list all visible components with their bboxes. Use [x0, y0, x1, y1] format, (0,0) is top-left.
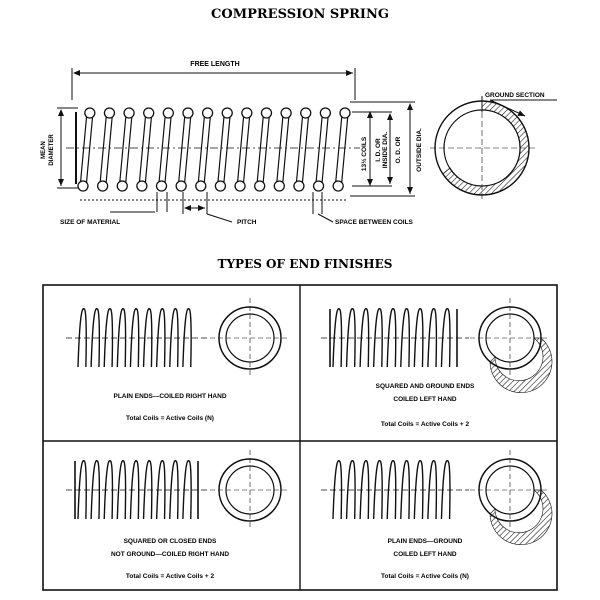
- coil-wire-section-top: [280, 107, 292, 119]
- size-of-material-label: SIZE OF MATERIAL: [60, 219, 120, 226]
- panel-4-line2: COILED LEFT HAND: [393, 551, 456, 558]
- pitch-label: PITCH: [237, 219, 257, 226]
- coil-wire-section-top: [300, 107, 312, 119]
- small-spring-coils: [332, 460, 451, 520]
- panel-3-line2: NOT GROUND—COILED RIGHT HAND: [111, 551, 229, 558]
- bottom-callouts: [80, 192, 346, 223]
- coil-wire-section-top: [260, 107, 273, 119]
- diameter-dimensions: [350, 101, 415, 197]
- od-label-2: OUTSIDE DIA.: [416, 128, 423, 172]
- coil-wire-section-top: [241, 107, 253, 119]
- coil-wire-section-bottom: [312, 180, 325, 192]
- panel-4-formula: Total Coils = Active Coils (N): [381, 573, 469, 580]
- coil-wire-section-bottom: [273, 180, 285, 192]
- coil-wire-section-bottom: [332, 180, 344, 192]
- coil-wire-section-top: [84, 107, 96, 119]
- coil-wire-section-top: [339, 107, 351, 119]
- panel-2-line1: SQUARED AND GROUND ENDS: [376, 383, 475, 390]
- ground-hatch: [489, 489, 553, 545]
- main-title: COMPRESSION SPRING: [211, 7, 389, 22]
- ground-hatch: [489, 337, 553, 393]
- free-length-label: FREE LENGTH: [190, 61, 239, 68]
- spring-coil-lines: [79, 113, 349, 189]
- free-length-dimension: [71, 68, 356, 100]
- coil-wire-section-bottom: [254, 180, 266, 192]
- section-title: TYPES OF END FINISHES: [218, 257, 393, 271]
- panel-1-line1: PLAIN ENDS—COILED RIGHT HAND: [113, 393, 226, 400]
- panel-3-line1: SQUARED OR CLOSED ENDS: [124, 538, 217, 545]
- coil-wire-section-bottom: [155, 180, 168, 192]
- coil-wire-section-bottom: [96, 180, 109, 192]
- mean-diameter-label-2: DIAMETER: [49, 134, 55, 166]
- small-spring-coils: [332, 308, 451, 368]
- coil-wire-section-bottom: [195, 180, 207, 192]
- mean-diameter-label-1: MEAN: [41, 141, 47, 159]
- id-label-2: INSIDE DIA.: [382, 132, 389, 169]
- coil-wire-section-top: [123, 107, 135, 119]
- panel-2-formula: Total Coils = Active Coils + 2: [381, 421, 470, 428]
- end-finish-panel-squared-ground-left: [321, 298, 553, 393]
- od-label-1: O. D. OR: [395, 136, 402, 163]
- panel-2-line2: COILED LEFT HAND: [393, 396, 456, 403]
- panel-1-formula: Total Coils = Active Coils (N): [126, 415, 214, 422]
- ground-section-label: GROUND SECTION: [485, 92, 545, 99]
- panel-grid: [42, 284, 558, 591]
- mean-diameter-dimension: [57, 107, 78, 189]
- small-spring-coils: [77, 308, 192, 368]
- id-label-1: I. D. OR: [375, 138, 382, 162]
- coil-wire-section-top: [143, 107, 155, 119]
- coil-wire-section-top: [221, 107, 233, 119]
- coil-wire-section-bottom: [234, 180, 246, 192]
- coil-wire-section-top: [103, 107, 116, 119]
- space-between-coils-label: SPACE BETWEEN COILS: [335, 219, 414, 226]
- coil-wire-section-top: [201, 107, 214, 119]
- coil-wire-section-bottom: [175, 180, 187, 192]
- coil-wire-section-bottom: [293, 180, 305, 192]
- coil-wire-section-bottom: [214, 180, 227, 192]
- panel-3-formula: Total Coils = Active Coils + 2: [126, 573, 215, 580]
- coil-wire-section-bottom: [116, 180, 128, 192]
- end-finish-panel-plain-right: [66, 298, 290, 378]
- end-finish-panel-plain-ground-left: [321, 450, 553, 545]
- coils-label: 13½ COILS: [360, 136, 368, 171]
- coil-wire-section-top: [162, 107, 174, 119]
- end-finish-panel-squared-closed-right: [66, 450, 290, 530]
- ground-section-end-view: [430, 96, 557, 200]
- coil-wire-section-bottom: [136, 180, 148, 192]
- panel-4-line1: PLAIN ENDS—GROUND: [388, 538, 463, 545]
- main-spring: [75, 107, 351, 192]
- coil-wire-section-top: [319, 107, 332, 119]
- coil-wire-section-top: [182, 107, 194, 119]
- coil-wire-section-bottom: [77, 180, 89, 192]
- small-spring-coils: [77, 460, 192, 520]
